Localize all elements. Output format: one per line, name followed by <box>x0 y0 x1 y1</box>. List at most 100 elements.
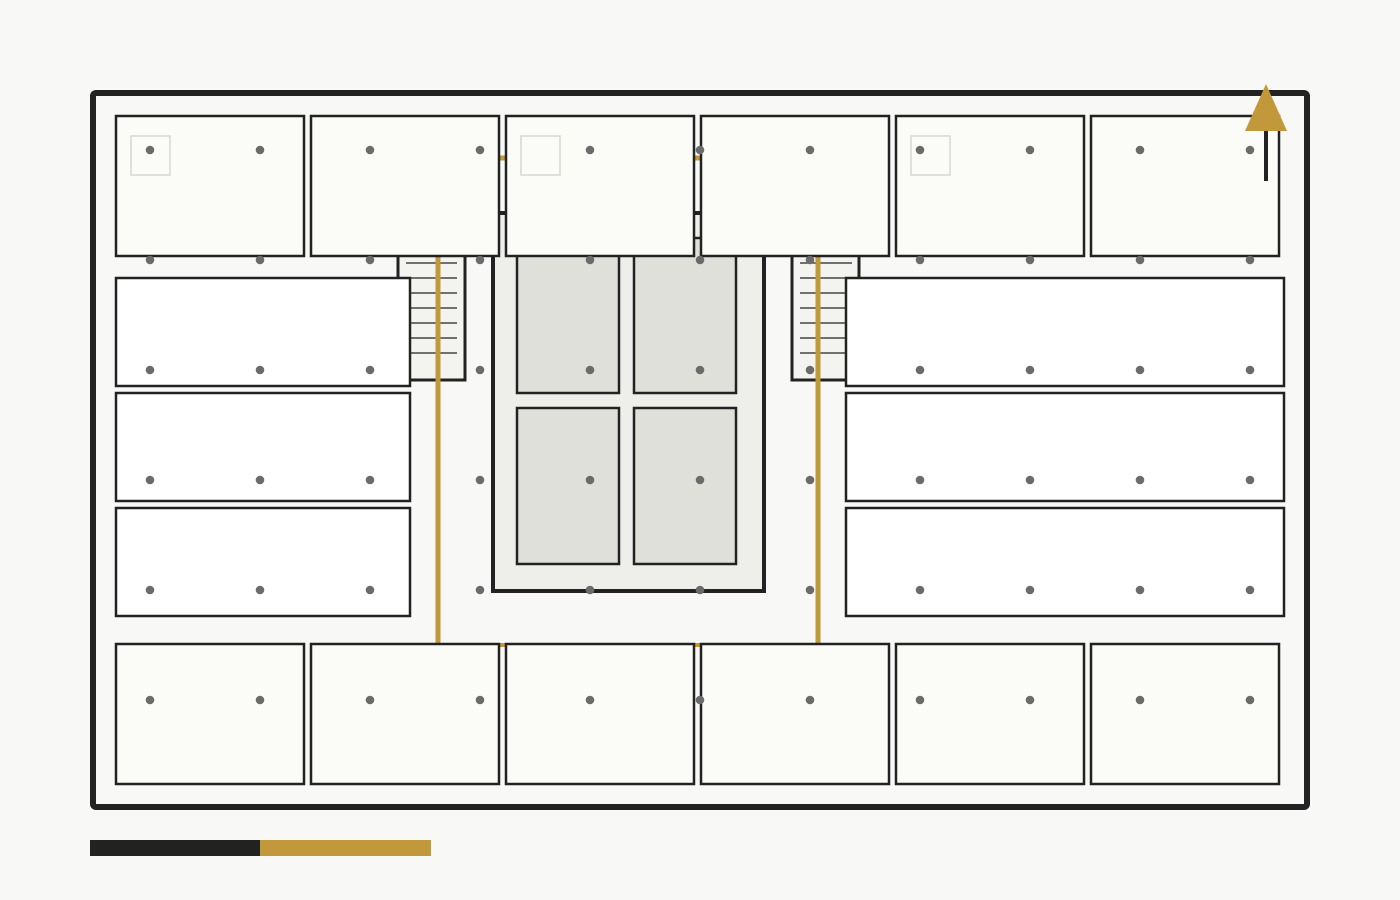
column-dot <box>365 365 375 375</box>
room-marker-1 <box>130 135 171 176</box>
column-dot <box>915 145 925 155</box>
room-bottom-5 <box>894 642 1086 786</box>
column-dot <box>145 145 155 155</box>
column-dot <box>255 585 265 595</box>
column-dot <box>805 475 815 485</box>
scale-bar-segment-gold <box>260 840 431 856</box>
column-dot <box>255 475 265 485</box>
column-dot <box>1025 365 1035 375</box>
column-dot <box>365 585 375 595</box>
column-dot <box>1135 695 1145 705</box>
room-top-5 <box>894 114 1086 258</box>
column-dot <box>255 695 265 705</box>
column-dot <box>805 255 815 265</box>
rooms-side-bays <box>114 276 1286 618</box>
column-dot <box>145 695 155 705</box>
rooms-bottom-row <box>114 642 1281 786</box>
column-dot <box>475 585 485 595</box>
column-dot <box>255 365 265 375</box>
column-dot <box>365 695 375 705</box>
elevator-shaft-1 <box>515 236 621 395</box>
column-dot <box>695 255 705 265</box>
column-dot <box>1135 585 1145 595</box>
column-dot <box>1025 475 1035 485</box>
column-dot <box>475 365 485 375</box>
elevator-shaft-3 <box>515 406 621 566</box>
room-marker-3 <box>910 135 951 176</box>
column-dot <box>145 475 155 485</box>
room-west-2 <box>114 391 412 503</box>
column-dot <box>915 695 925 705</box>
column-dot <box>255 255 265 265</box>
column-dot <box>255 145 265 155</box>
column-dot <box>695 145 705 155</box>
column-dot <box>585 365 595 375</box>
column-dot <box>475 145 485 155</box>
column-dot <box>695 585 705 595</box>
column-dot <box>1245 145 1255 155</box>
column-dot <box>1135 475 1145 485</box>
room-west-1 <box>114 276 412 388</box>
column-dot <box>695 695 705 705</box>
column-dot <box>1245 695 1255 705</box>
column-dot <box>805 365 815 375</box>
north-arrow-icon <box>1245 84 1287 181</box>
room-west-3 <box>114 506 412 618</box>
column-dot <box>1135 365 1145 375</box>
column-dot <box>1245 255 1255 265</box>
room-top-2 <box>309 114 501 258</box>
room-top-6 <box>1089 114 1281 258</box>
column-dot <box>1245 585 1255 595</box>
column-dot <box>585 475 595 485</box>
column-dot <box>915 255 925 265</box>
room-bottom-6 <box>1089 642 1281 786</box>
column-dot <box>585 585 595 595</box>
room-top-4 <box>699 114 891 258</box>
elevator-shaft-2 <box>632 236 738 395</box>
elevator-shaft-4 <box>632 406 738 566</box>
column-dot <box>145 585 155 595</box>
column-dot <box>585 145 595 155</box>
room-bottom-4 <box>699 642 891 786</box>
rooms-top-row <box>114 114 1281 258</box>
structural-column-grid <box>145 145 1255 705</box>
column-dot <box>475 475 485 485</box>
floor-slab <box>90 90 1310 810</box>
column-dot <box>695 475 705 485</box>
column-dot <box>915 365 925 375</box>
column-dot <box>475 255 485 265</box>
scale-bar-segment-dark <box>90 840 260 856</box>
column-dot <box>805 585 815 595</box>
column-dot <box>585 695 595 705</box>
column-dot <box>1245 365 1255 375</box>
room-markers <box>130 135 951 176</box>
column-dot <box>145 255 155 265</box>
column-dot <box>1135 145 1145 155</box>
room-bottom-2 <box>309 642 501 786</box>
room-bottom-1 <box>114 642 306 786</box>
room-marker-2 <box>520 135 561 176</box>
column-dot <box>1245 475 1255 485</box>
column-dot <box>1025 255 1035 265</box>
column-dot <box>145 365 155 375</box>
room-east-2 <box>844 391 1286 503</box>
room-top-3 <box>504 114 696 258</box>
column-dot <box>1025 695 1035 705</box>
column-dot <box>1025 145 1035 155</box>
scale-bar <box>90 840 431 856</box>
room-top-1 <box>114 114 306 258</box>
column-dot <box>365 255 375 265</box>
column-dot <box>1025 585 1035 595</box>
column-dot <box>475 695 485 705</box>
room-east-1 <box>844 276 1286 388</box>
room-east-3 <box>844 506 1286 618</box>
column-dot <box>805 695 815 705</box>
column-dot <box>1135 255 1145 265</box>
column-dot <box>915 475 925 485</box>
column-dot <box>585 255 595 265</box>
column-dot <box>805 145 815 155</box>
column-dot <box>365 475 375 485</box>
column-dot <box>915 585 925 595</box>
